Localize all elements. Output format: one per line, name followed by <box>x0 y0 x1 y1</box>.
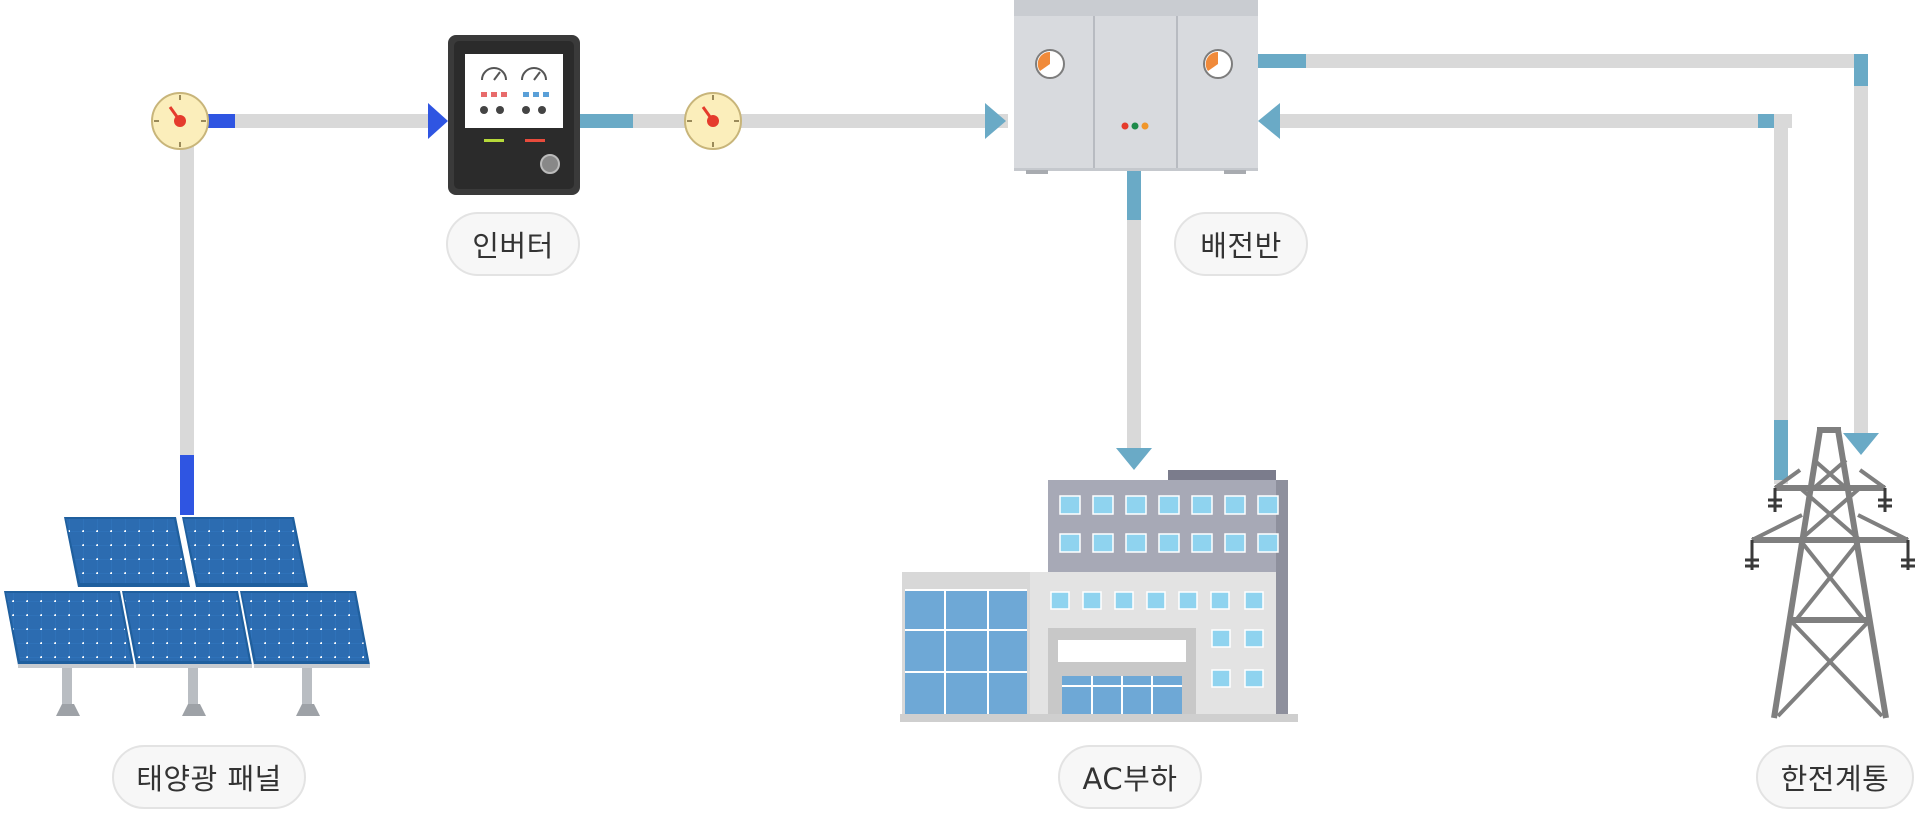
solar-panel-icon <box>4 517 370 716</box>
switchboard-label: 배전반 <box>1174 212 1308 276</box>
building-icon <box>900 470 1298 722</box>
arrow-down-icon <box>1843 433 1879 455</box>
transmission-tower-icon <box>1745 427 1915 719</box>
inverter-label: 인버터 <box>446 212 580 276</box>
inverter-icon <box>448 35 580 195</box>
arrow-right-icon <box>428 103 448 139</box>
grid-label: 한전계통 <box>1756 745 1914 809</box>
arrow-right-icon <box>985 103 1006 139</box>
ac-load-label: AC부하 <box>1058 745 1202 809</box>
arrow-left-icon <box>1258 103 1280 139</box>
arrow-down-icon <box>1116 448 1152 470</box>
flow-arrows <box>428 103 1879 470</box>
gauge-icon <box>151 92 209 150</box>
gauge-icon <box>684 92 742 150</box>
switchboard-icon <box>1014 0 1258 174</box>
connection-pipes <box>180 54 1868 515</box>
solar-panel-label: 태양광 패널 <box>112 745 306 809</box>
